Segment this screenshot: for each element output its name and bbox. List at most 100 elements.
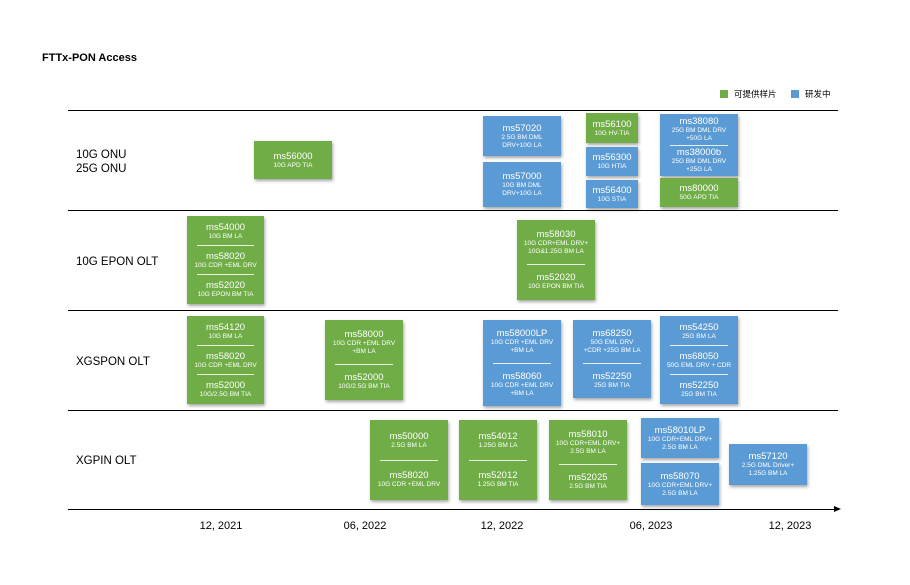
axis-tick-label: 12, 2021 — [199, 520, 243, 532]
part-description: 10G CDR +EML DRV — [194, 361, 257, 369]
part-number: ms57000 — [502, 171, 542, 182]
part-description: 2.5G BM DML DRV+10G LA — [501, 133, 543, 149]
part-number: ms52012 — [478, 470, 518, 482]
legend-developing: 研发中 — [791, 88, 831, 100]
entry-divider — [197, 374, 254, 375]
part-number: ms52000 — [344, 372, 384, 384]
part-number: ms52000 — [205, 379, 246, 391]
entry-divider — [197, 345, 254, 346]
legend-available: 可提供样片 — [720, 88, 777, 100]
part-description: 10G CDR+EML DRV+ 10G&1.25G BM LA — [523, 239, 589, 255]
row-divider — [68, 110, 838, 111]
part-number: ms56000 — [273, 150, 313, 162]
part-number: ms56400 — [592, 184, 632, 196]
arrow-right-icon — [834, 506, 841, 512]
part-description: 10G CDR +EML DRV — [194, 261, 257, 269]
part-number: ms54250 — [679, 321, 719, 333]
part-description: 2.5G DML Driver+ 1.25G BM LA — [741, 462, 795, 477]
part-description: 2.5G BM TIA — [569, 483, 607, 491]
part-description: 10G CDR+EML DRV+ 2.5G BM LA — [647, 435, 713, 451]
part-description: 50G APD TIA — [679, 194, 719, 201]
part-number: ms52020 — [205, 279, 246, 291]
row-label-xgpin-olt: XGPIN OLT — [76, 455, 137, 467]
part-number: ms56100 — [592, 118, 632, 130]
part-description: 10G CDR +EML DRV +BM LA — [490, 339, 554, 355]
row-label-line: 10G ONU — [76, 149, 127, 161]
part-description: 25G BM LA — [682, 332, 716, 340]
row-divider — [68, 410, 838, 411]
axis-tick-label: 06, 2022 — [343, 520, 387, 532]
timeline-axis — [68, 509, 836, 510]
green-swatch-icon — [720, 90, 728, 98]
part-description: 1.25G BM LA — [478, 441, 518, 449]
part-number: ms58020 — [389, 470, 429, 482]
part-number: ms58010 — [568, 428, 608, 440]
part-description: 1.25G BM TIA — [477, 481, 519, 489]
legend-developing-label: 研发中 — [805, 89, 831, 99]
entry-divider — [197, 245, 254, 246]
part-description: 25G BM TIA — [594, 381, 630, 389]
part-description: 10G HV-TIA — [594, 129, 630, 137]
part-number: ms58030 — [536, 228, 576, 240]
row-label-onu: 10G ONU 25G ONU — [76, 148, 127, 176]
part-description: 10G BM LA — [208, 232, 243, 240]
part-description: 10G EPON BM TIA — [197, 290, 254, 298]
entry-divider — [335, 363, 393, 365]
part-number: ms52020 — [536, 272, 576, 284]
row-label-epon-olt: 10G EPON OLT — [76, 256, 159, 268]
blue-swatch-icon — [791, 90, 799, 98]
row-divider — [68, 210, 838, 211]
part-description: 10G CDR +EML DRV +BM LA — [490, 381, 554, 397]
part-description: 2.5G BM LA — [391, 441, 427, 449]
part-number: ms54120 — [205, 321, 246, 333]
entry-divider — [670, 345, 728, 346]
part-number: ms80000 — [679, 183, 719, 194]
part-number: ms58000 — [344, 328, 384, 340]
part-number: ms68250 — [592, 328, 632, 340]
part-number: ms58070 — [660, 470, 700, 482]
part-description: 10G APD TIA — [273, 161, 313, 169]
part-number: ms52250 — [679, 379, 719, 391]
part-number: ms38000b — [676, 146, 722, 158]
entry-divider — [493, 362, 551, 364]
entry-divider — [527, 263, 585, 265]
part-number: ms38080 — [679, 116, 719, 128]
